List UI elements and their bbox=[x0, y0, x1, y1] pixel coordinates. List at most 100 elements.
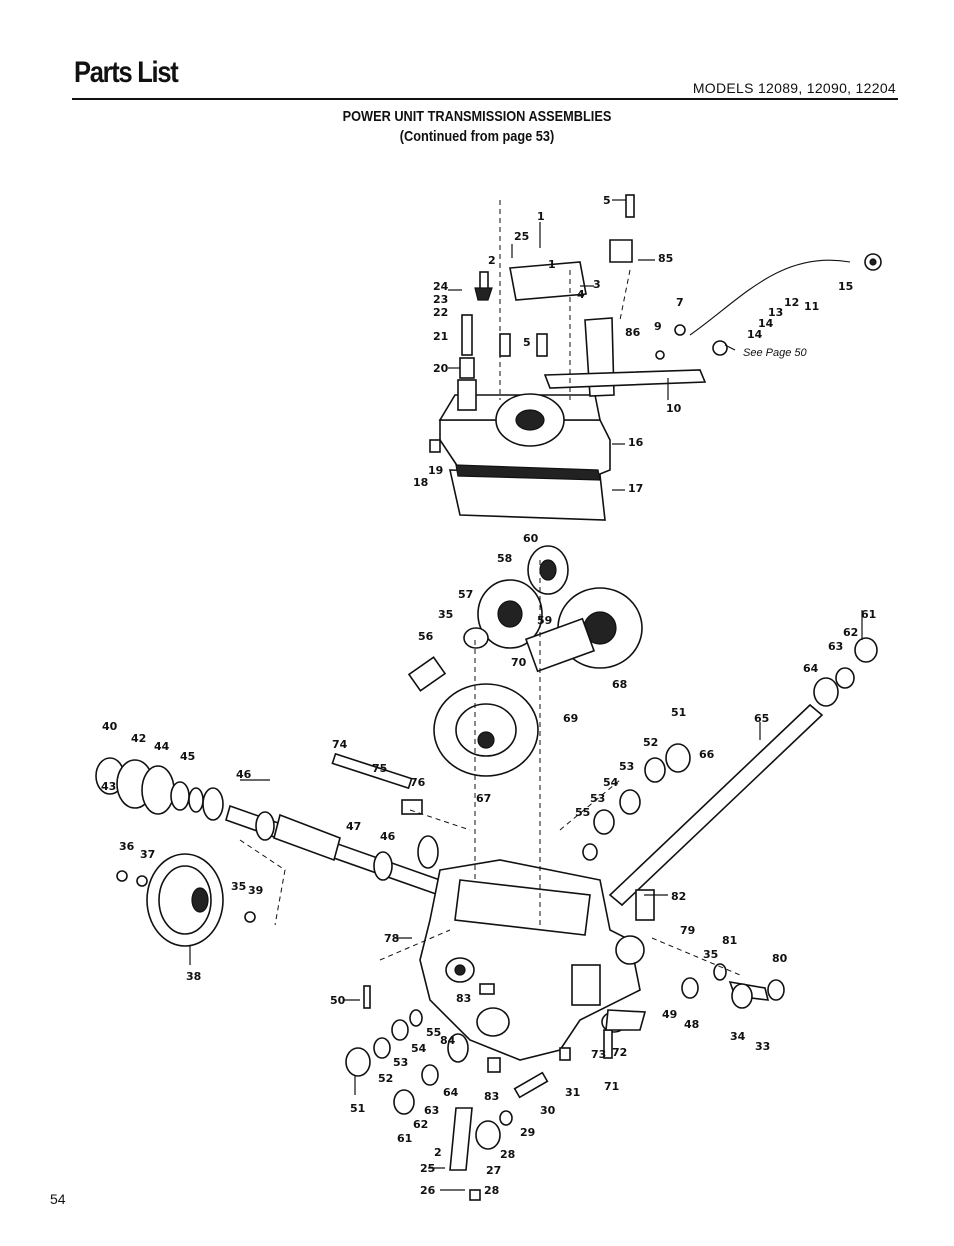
callout-4: 4 bbox=[577, 288, 585, 301]
callout-36: 36 bbox=[119, 840, 135, 853]
callout-7: 7 bbox=[676, 296, 684, 309]
callout-15: 15 bbox=[838, 280, 853, 293]
callout-71: 71 bbox=[604, 1080, 619, 1093]
callout-14b: 14 bbox=[747, 328, 763, 341]
callout-60: 60 bbox=[523, 532, 539, 545]
callout-37: 37 bbox=[140, 848, 155, 861]
bottom-small-parts bbox=[345, 963, 785, 1201]
header-rule bbox=[72, 98, 898, 100]
callout-29: 29 bbox=[520, 1126, 535, 1139]
models-label: MODELS 12089, 12090, 12204 bbox=[692, 80, 896, 96]
callout-66: 66 bbox=[699, 748, 715, 761]
callout-86: 86 bbox=[625, 326, 641, 339]
callout-leaders bbox=[189, 199, 863, 1191]
callout-67: 67 bbox=[476, 792, 491, 805]
callout-21: 21 bbox=[433, 330, 448, 343]
worm-shaft-assembly bbox=[95, 752, 441, 947]
callout-56: 56 bbox=[418, 630, 434, 643]
callout-72: 72 bbox=[612, 1046, 627, 1059]
callout-34: 34 bbox=[730, 1030, 746, 1043]
callout-61a: 61 bbox=[861, 608, 876, 621]
center-lines bbox=[239, 200, 741, 976]
callout-43: 43 bbox=[101, 780, 116, 793]
callout-28a: 28 bbox=[500, 1148, 515, 1161]
callout-35b: 35 bbox=[231, 880, 246, 893]
callout-13: 13 bbox=[768, 306, 783, 319]
callout-51b: 51 bbox=[350, 1102, 365, 1115]
callout-50: 50 bbox=[330, 994, 346, 1007]
callout-1b: 1 bbox=[548, 258, 556, 271]
section-title-line2: (Continued from page 53) bbox=[399, 128, 555, 145]
callout-62b: 62 bbox=[413, 1118, 428, 1131]
callout-31: 31 bbox=[565, 1086, 580, 1099]
callout-23: 23 bbox=[433, 293, 448, 306]
callout-53a: 53 bbox=[619, 760, 634, 773]
callout-55b: 55 bbox=[426, 1026, 441, 1039]
shift-lever bbox=[543, 239, 882, 397]
callout-20: 20 bbox=[433, 362, 449, 375]
callout-46b: 46 bbox=[380, 830, 396, 843]
callout-54a: 54 bbox=[603, 776, 619, 789]
callout-81: 81 bbox=[722, 934, 737, 947]
callout-2a: 2 bbox=[488, 254, 496, 267]
callout-9: 9 bbox=[654, 320, 662, 333]
callout-30: 30 bbox=[540, 1104, 556, 1117]
callout-80: 80 bbox=[772, 952, 788, 965]
callout-12: 12 bbox=[784, 296, 799, 309]
cover-housing bbox=[438, 379, 611, 521]
callout-63b: 63 bbox=[424, 1104, 439, 1117]
callout-51a: 51 bbox=[671, 706, 686, 719]
callout-69: 69 bbox=[563, 712, 578, 725]
callout-63a: 63 bbox=[828, 640, 843, 653]
callout-38: 38 bbox=[186, 970, 201, 983]
callout-35c: 35 bbox=[703, 948, 718, 961]
callout-39: 39 bbox=[248, 884, 263, 897]
callout-58: 58 bbox=[497, 552, 512, 565]
callout-35a: 35 bbox=[438, 608, 453, 621]
callout-26: 26 bbox=[420, 1184, 436, 1197]
callout-24: 24 bbox=[433, 280, 449, 293]
callout-47: 47 bbox=[346, 820, 361, 833]
callout-85: 85 bbox=[658, 252, 673, 265]
callout-19: 19 bbox=[428, 464, 443, 477]
callout-65: 65 bbox=[754, 712, 769, 725]
callout-57: 57 bbox=[458, 588, 473, 601]
section-title: POWER UNIT TRANSMISSION ASSEMBLIES (Cont… bbox=[0, 107, 954, 147]
callout-22: 22 bbox=[433, 306, 448, 319]
see-page-note: See Page 50 bbox=[743, 347, 807, 359]
callout-52b: 52 bbox=[378, 1072, 393, 1085]
callout-53c: 53 bbox=[393, 1056, 408, 1069]
callout-54b: 54 bbox=[411, 1042, 427, 1055]
callout-49: 49 bbox=[662, 1008, 677, 1021]
callout-14a: 14 bbox=[758, 317, 774, 330]
top-small-parts bbox=[429, 194, 686, 453]
callout-79: 79 bbox=[680, 924, 695, 937]
callout-40: 40 bbox=[102, 720, 118, 733]
callout-64b: 64 bbox=[443, 1086, 459, 1099]
callout-61b: 61 bbox=[397, 1132, 412, 1145]
callout-42: 42 bbox=[131, 732, 146, 745]
callout-27: 27 bbox=[486, 1164, 501, 1177]
callout-18: 18 bbox=[413, 476, 428, 489]
callout-59: 59 bbox=[537, 614, 552, 627]
callout-48: 48 bbox=[684, 1018, 699, 1031]
callout-3: 3 bbox=[593, 278, 601, 291]
callout-82: 82 bbox=[671, 890, 686, 903]
callout-83a: 83 bbox=[456, 992, 471, 1005]
callout-33: 33 bbox=[755, 1040, 770, 1053]
callout-53b: 53 bbox=[590, 792, 605, 805]
gear-cluster bbox=[407, 545, 643, 777]
callout-5b: 5 bbox=[523, 336, 531, 349]
callout-74: 74 bbox=[332, 738, 348, 751]
callout-2b: 2 bbox=[434, 1146, 442, 1159]
right-shaft bbox=[582, 637, 878, 907]
callout-75: 75 bbox=[372, 762, 387, 775]
callout-1a: 1 bbox=[537, 210, 545, 223]
callout-16: 16 bbox=[628, 436, 644, 449]
callout-45: 45 bbox=[180, 750, 195, 763]
callout-68: 68 bbox=[612, 678, 627, 691]
callout-76: 76 bbox=[410, 776, 426, 789]
callout-25b: 25 bbox=[420, 1162, 435, 1175]
callout-10: 10 bbox=[666, 402, 682, 415]
